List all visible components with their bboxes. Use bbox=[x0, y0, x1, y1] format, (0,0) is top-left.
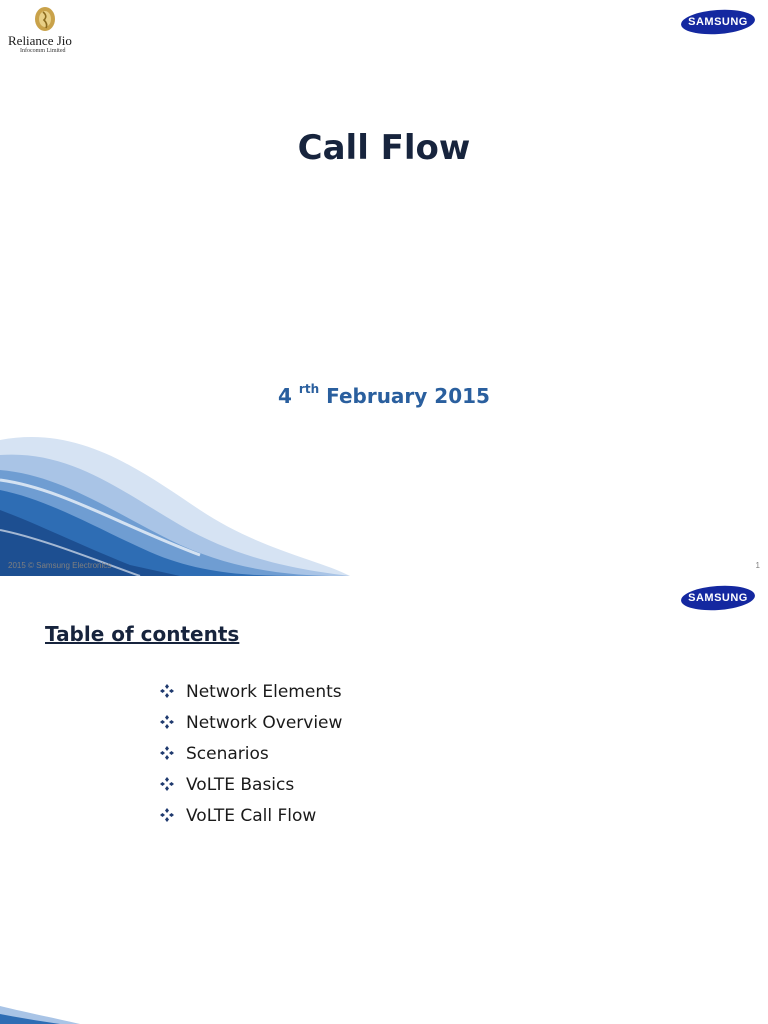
date-suffix: rth bbox=[298, 382, 320, 396]
list-item: VoLTE Call Flow bbox=[160, 805, 342, 836]
samsung-brand-text: SAMSUNG bbox=[688, 16, 748, 28]
decorative-wave-graphic bbox=[0, 437, 350, 576]
logo-name: Reliance Jio bbox=[8, 33, 72, 48]
logo-subtitle: Infocomm Limited bbox=[20, 48, 66, 54]
list-item: VoLTE Basics bbox=[160, 774, 342, 805]
list-item: Network Overview bbox=[160, 712, 342, 743]
toc-list: Network Elements Network Overview Scenar… bbox=[160, 681, 342, 836]
reliance-emblem-icon bbox=[35, 7, 55, 31]
reliance-jio-logo: Reliance Jio Infocomm Limited bbox=[6, 6, 76, 56]
diamond-bullet-icon bbox=[160, 746, 174, 760]
diamond-bullet-icon bbox=[160, 777, 174, 791]
list-item-label: Network Overview bbox=[186, 713, 343, 733]
list-item-label: VoLTE Basics bbox=[186, 775, 295, 795]
list-item-label: Network Elements bbox=[186, 682, 342, 702]
slide-title: Call Flow bbox=[297, 128, 471, 168]
slide-1: Reliance Jio Infocomm Limited SAMSUNG Ca… bbox=[0, 6, 768, 576]
toc-heading: Table of contents bbox=[45, 622, 240, 646]
list-item: Network Elements bbox=[160, 681, 342, 712]
samsung-oval-icon bbox=[681, 9, 755, 35]
samsung-logo: SAMSUNG bbox=[680, 584, 756, 612]
samsung-logo: SAMSUNG bbox=[680, 8, 756, 36]
page-number: 1 bbox=[755, 561, 760, 570]
decorative-wave-graphic bbox=[0, 1006, 80, 1024]
date-day: 4 bbox=[278, 384, 292, 408]
slide-2: SAMSUNG Table of contents Network Elemen… bbox=[0, 576, 768, 1024]
samsung-brand-text: SAMSUNG bbox=[688, 592, 748, 604]
footer-copyright: 2015 © Samsung Electronics bbox=[8, 561, 112, 570]
diamond-bullet-icon bbox=[160, 808, 174, 822]
list-item-label: VoLTE Call Flow bbox=[186, 806, 317, 826]
diamond-bullet-icon bbox=[160, 715, 174, 729]
date-rest: February 2015 bbox=[326, 384, 490, 408]
presentation-date: 4 rth February 2015 bbox=[0, 382, 768, 408]
diamond-bullet-icon bbox=[160, 684, 174, 698]
list-item-label: Scenarios bbox=[186, 744, 269, 764]
list-item: Scenarios bbox=[160, 743, 342, 774]
samsung-oval-icon bbox=[681, 585, 755, 611]
